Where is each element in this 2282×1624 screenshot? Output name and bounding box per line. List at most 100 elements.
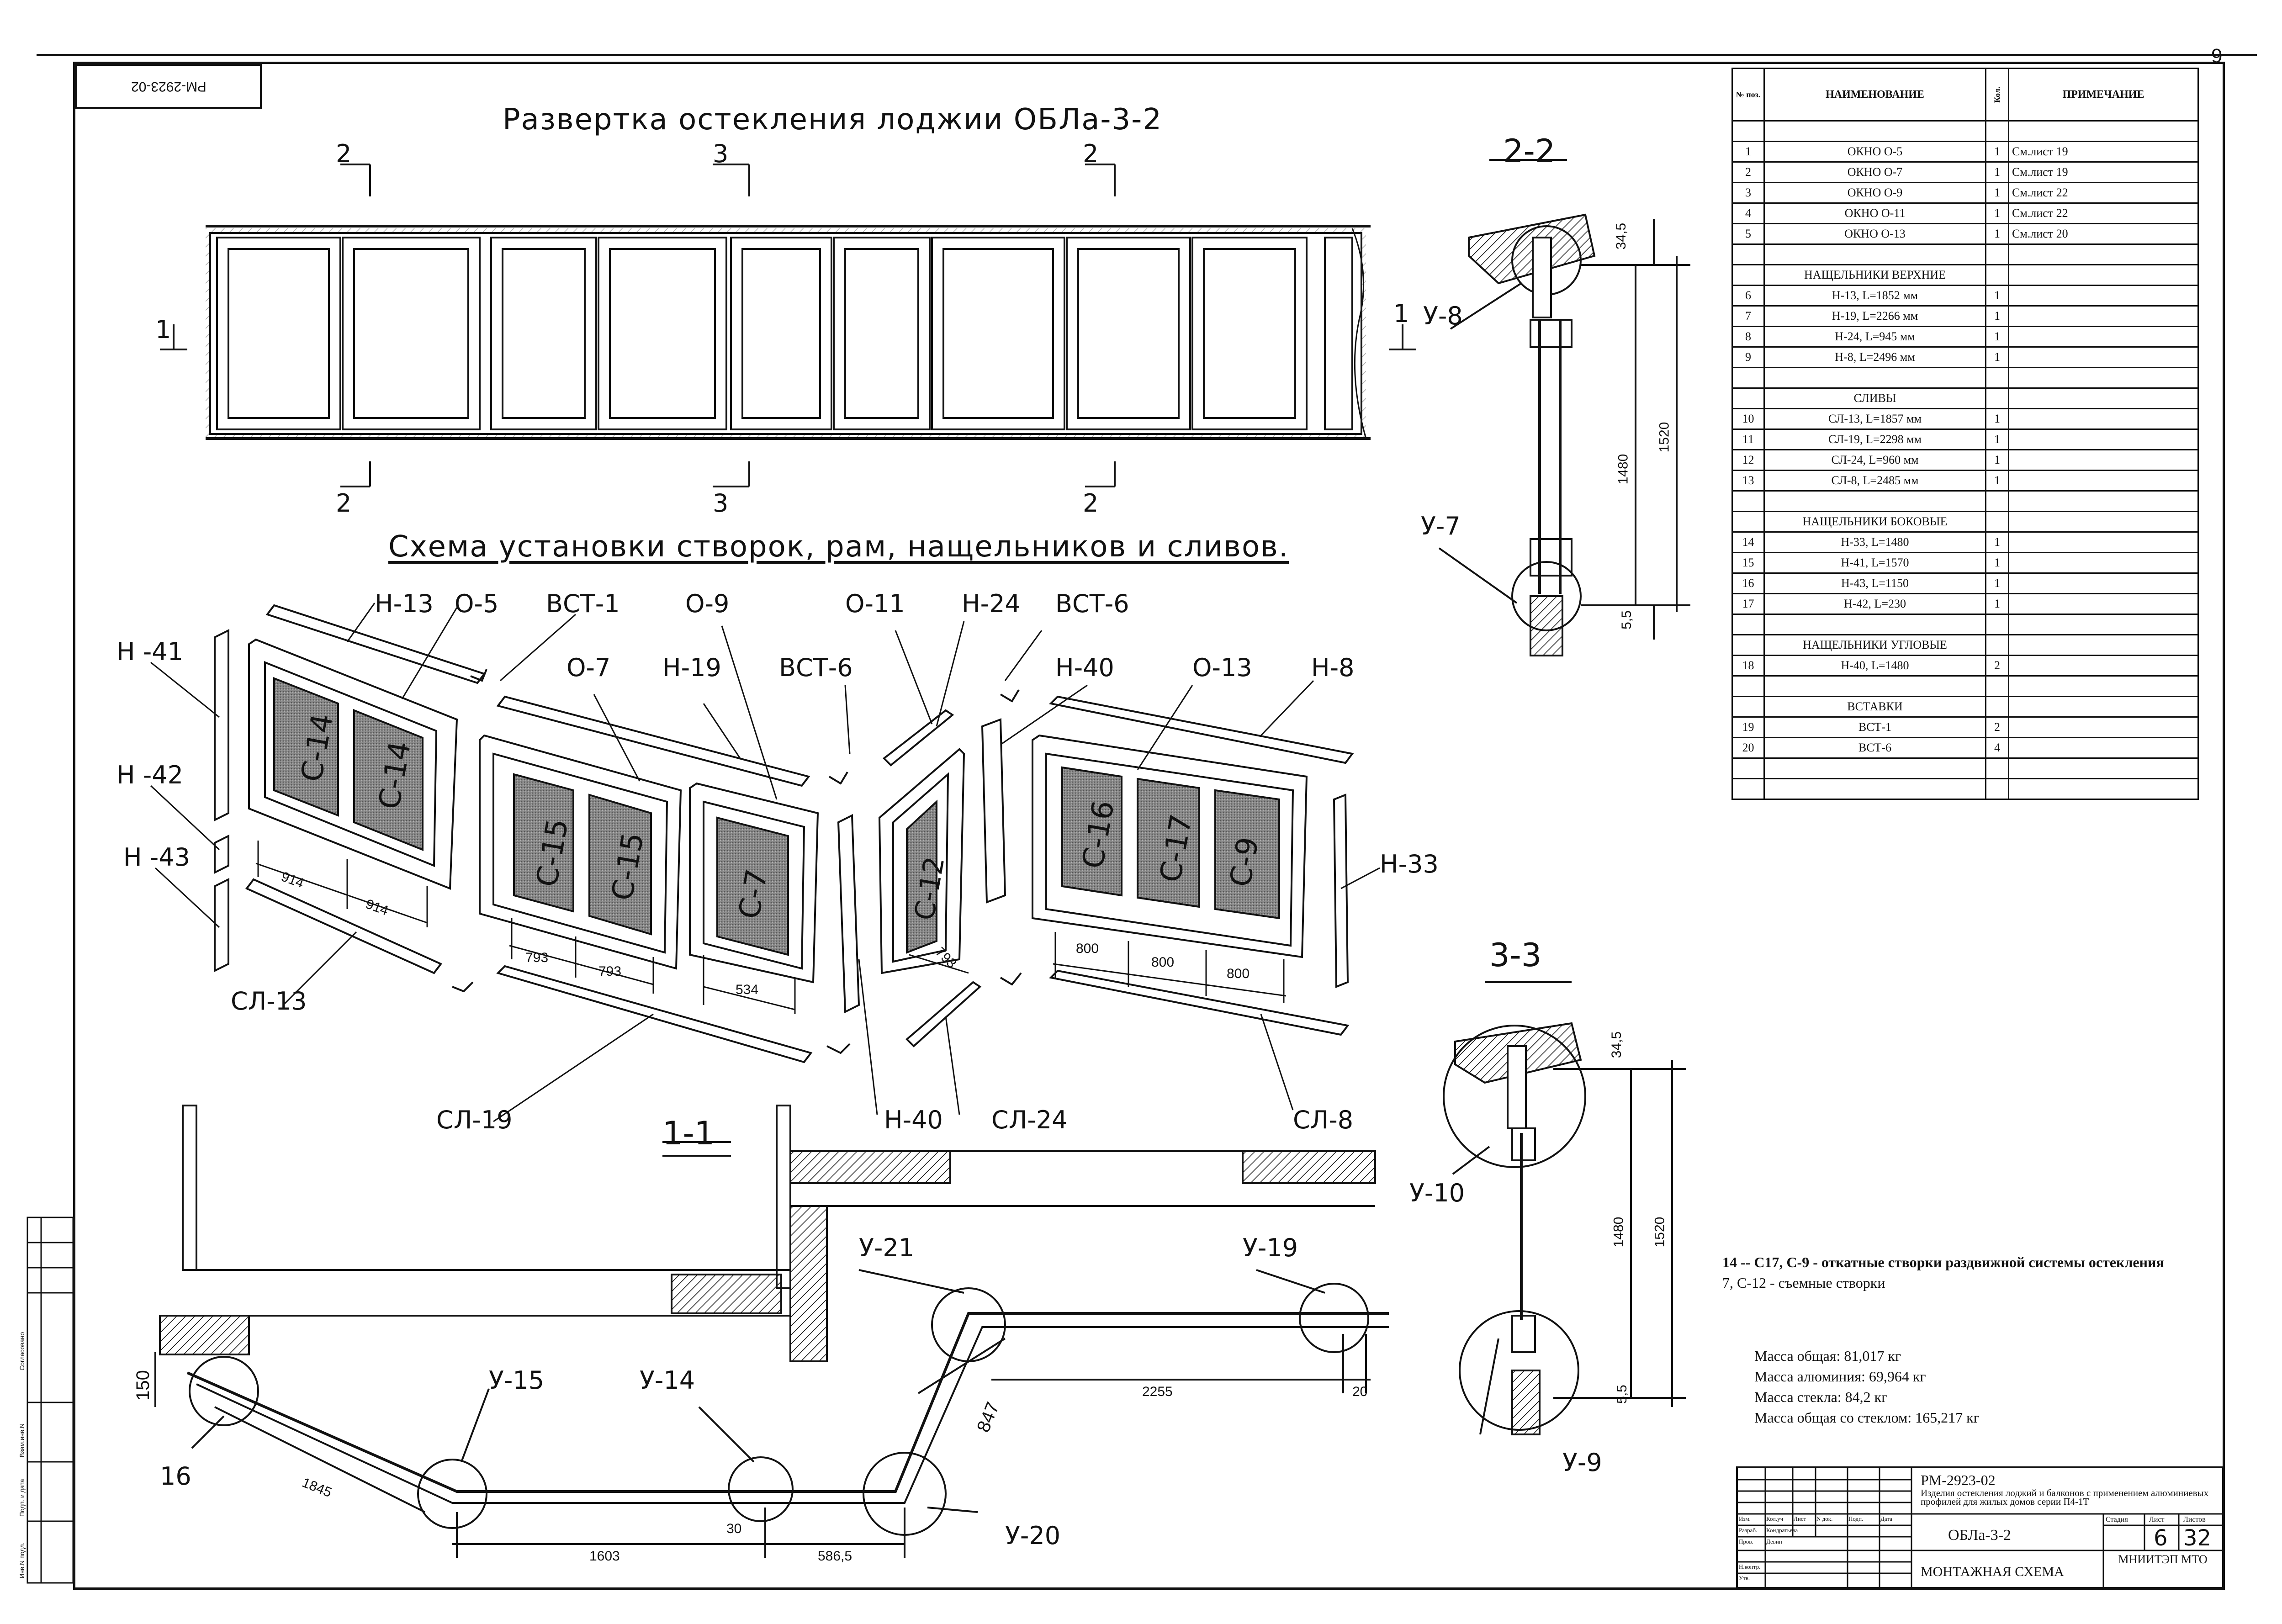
spec-cell-note bbox=[2008, 716, 2199, 738]
spec-cell-name: ОКНО О-11 bbox=[1763, 202, 1986, 224]
spec-cell-pos: 12 bbox=[1731, 449, 1765, 471]
header-qty: Кол. bbox=[1985, 68, 2009, 121]
note-sliding: 14 -- С17, С-9 - откатные створки раздви… bbox=[1722, 1254, 2164, 1270]
spec-cell-pos: 13 bbox=[1731, 470, 1765, 492]
spec-cell-note bbox=[2008, 531, 2199, 553]
spec-cell-name: Н-19, L=2266 мм bbox=[1763, 305, 1986, 327]
header-pos: № поз. bbox=[1731, 68, 1765, 122]
spec-cell-pos: 3 bbox=[1731, 182, 1765, 204]
spec-cell-qty: 1 bbox=[1985, 593, 2009, 615]
label-h13: Н-13 bbox=[375, 589, 434, 618]
plan-1-1 bbox=[154, 1105, 1389, 1558]
label-o5: О-5 bbox=[455, 589, 499, 618]
node-u20: У-20 bbox=[1005, 1521, 1061, 1550]
spec-row: НАЩЕЛЬНИКИ БОКОВЫЕ bbox=[1731, 511, 2199, 533]
tb-code: РМ-2923-02 bbox=[1921, 1472, 1996, 1488]
spec-cell-qty: 1 bbox=[1985, 326, 2009, 348]
spec-cell-pos bbox=[1731, 490, 1765, 512]
spec-cell-pos: 14 bbox=[1731, 531, 1765, 553]
spec-cell-note bbox=[2008, 634, 2199, 656]
spec-cell-qty: 1 bbox=[1985, 449, 2009, 471]
view-title-2-2: 2-2 bbox=[1503, 132, 1556, 170]
spec-cell-pos: 8 bbox=[1731, 326, 1765, 348]
spec-cell-name: НАЩЕЛЬНИКИ УГЛОВЫЕ bbox=[1763, 634, 1986, 656]
spec-cell-name bbox=[1763, 490, 1986, 512]
spec-cell-qty: 1 bbox=[1985, 531, 2009, 553]
side-inv-orig: Инв.N подл. bbox=[18, 1542, 26, 1578]
spec-cell-note bbox=[2008, 346, 2199, 368]
spec-cell-name: СЛИВЫ bbox=[1763, 387, 1986, 409]
spec-cell-qty: 1 bbox=[1985, 305, 2009, 327]
spec-cell-pos: 19 bbox=[1731, 716, 1765, 738]
section-mark-3a: 3 bbox=[713, 139, 729, 168]
dim-34-5b: 34,5 bbox=[1609, 1031, 1625, 1058]
spec-cell-name: ОКНО О-5 bbox=[1763, 141, 1986, 163]
spec-cell-qty: 2 bbox=[1985, 716, 2009, 738]
tb-col-data: Дата bbox=[1880, 1515, 1892, 1522]
spec-cell-name: Н-40, L=1480 bbox=[1763, 655, 1986, 677]
spec-cell-name: СЛ-19, L=2298 мм bbox=[1763, 428, 1986, 450]
rotated-stamp: РМ-2923-02 bbox=[75, 64, 262, 109]
tb-sheets: 32 bbox=[2183, 1525, 2212, 1551]
label-h8: Н-8 bbox=[1311, 653, 1355, 682]
side-sign-date: Подп. и дата bbox=[18, 1479, 26, 1517]
view-title-1-1: 1-1 bbox=[662, 1115, 715, 1152]
spec-cell-qty bbox=[1985, 757, 2009, 779]
spec-cell-qty bbox=[1985, 243, 2009, 265]
spec-cell-note bbox=[2008, 428, 2199, 450]
spec-cell-qty bbox=[1985, 634, 2009, 656]
title-block: РМ-2923-02 Изделия остекления лоджий и б… bbox=[1736, 1466, 2224, 1589]
spec-cell-note bbox=[2008, 264, 2199, 286]
side-replace-inv: Взам.инв.N bbox=[18, 1423, 26, 1457]
spec-cell-pos bbox=[1731, 675, 1765, 697]
top-border-line bbox=[37, 54, 2257, 56]
dim-1480b: 1480 bbox=[1611, 1217, 1626, 1248]
spec-cell-note bbox=[2008, 490, 2199, 512]
spec-cell-pos bbox=[1731, 264, 1765, 286]
tb-stage-header: Стадия bbox=[2106, 1516, 2128, 1523]
spec-row: НАЩЕЛЬНИКИ ВЕРХНИЕ bbox=[1731, 264, 2199, 286]
section-3-3 bbox=[1443, 981, 1686, 1435]
spec-cell-pos: 4 bbox=[1731, 202, 1765, 224]
spec-cell-pos bbox=[1731, 634, 1765, 656]
label-o11: О-11 bbox=[845, 589, 905, 618]
spec-cell-name bbox=[1763, 120, 1986, 142]
spec-row bbox=[1731, 490, 2199, 512]
spec-cell-name: Н-8, L=2496 мм bbox=[1763, 346, 1986, 368]
spec-cell-note bbox=[2008, 552, 2199, 574]
spec-cell-note: См.лист 20 bbox=[2008, 223, 2199, 245]
spec-cell-pos: 10 bbox=[1731, 408, 1765, 430]
dim-150: 150 bbox=[132, 1370, 153, 1401]
label-sl24: СЛ-24 bbox=[991, 1106, 1068, 1134]
label-h41: Н -41 bbox=[116, 637, 183, 666]
spec-cell-name: ОКНО О-7 bbox=[1763, 161, 1986, 183]
tb-org: МНИИТЭП МТО bbox=[2118, 1553, 2208, 1566]
spec-row bbox=[1731, 614, 2199, 635]
tb-row-razrab: Разраб. bbox=[1739, 1527, 1758, 1534]
spec-cell-qty: 1 bbox=[1985, 202, 2009, 224]
view-title-3-3: 3-3 bbox=[1489, 936, 1542, 974]
label-h40b: Н-40 bbox=[884, 1106, 943, 1134]
dim-586-5: 586,5 bbox=[818, 1549, 852, 1564]
spec-cell-qty bbox=[1985, 614, 2009, 635]
node-u14: У-14 bbox=[640, 1366, 695, 1395]
section-mark-1a: 1 bbox=[155, 315, 171, 344]
spec-cell-note bbox=[2008, 285, 2199, 307]
spec-cell-name: СЛ-13, L=1857 мм bbox=[1763, 408, 1986, 430]
tb-doc-type: МОНТАЖНАЯ СХЕМА bbox=[1921, 1564, 2064, 1579]
drawing-frame bbox=[73, 62, 2225, 1590]
spec-cell-qty: 1 bbox=[1985, 223, 2009, 245]
spec-cell-note bbox=[2008, 757, 2199, 779]
spec-cell-pos: 18 bbox=[1731, 655, 1765, 677]
spec-cell-qty bbox=[1985, 120, 2009, 142]
spec-cell-name: Н-41, L=1570 bbox=[1763, 552, 1986, 574]
